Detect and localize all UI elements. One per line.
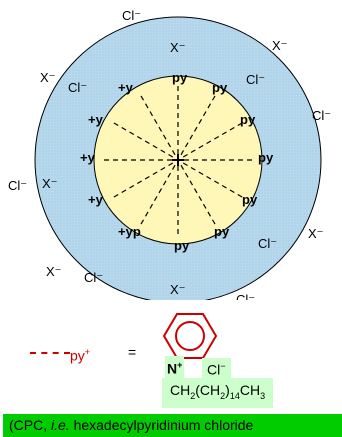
chain-part-d: CH (239, 382, 261, 398)
label-x-top-right: X⁻ (272, 38, 288, 53)
chain-part-a: CH (170, 382, 191, 398)
label-yp-bottom-left: +yp (118, 224, 141, 239)
chain-part-c: ) (225, 382, 230, 398)
label-py-top-right: py (212, 80, 228, 95)
caption-rest: hexadecylpyridinium chloride (69, 417, 254, 433)
caption-bar: (CPC, i.e. hexadecylpyridinium chloride (3, 414, 342, 437)
label-x-bottom: X⁻ (170, 282, 186, 297)
label-cl-right: Cl⁻ (312, 108, 331, 123)
label-x-left: X⁻ (42, 176, 58, 191)
label-x-left-top: X⁻ (40, 70, 56, 85)
caption-ie: i.e. (51, 417, 70, 433)
label-x-top: X⁻ (170, 40, 186, 55)
legend-alkyl-chain: CH2(CH2)14CH3 (162, 378, 274, 408)
legend-py-sup: + (84, 347, 91, 357)
surfactant-tail (139, 93, 176, 156)
legend-py-text: py (70, 347, 85, 364)
label-py-bottom: py (174, 238, 190, 253)
surfactant-tail (139, 164, 176, 227)
label-py-right: py (258, 150, 274, 165)
surfactant-tail (182, 121, 245, 158)
label-cl-left-bottom: Cl⁻ (84, 270, 103, 285)
legend-n-plus: N+ (165, 356, 185, 378)
label-py-top: py (172, 70, 188, 85)
chain-sub-4: 3 (260, 390, 266, 401)
legend-n-text: N (167, 360, 178, 377)
legend-equals: = (128, 344, 137, 360)
chain-sub-3: 14 (229, 390, 240, 401)
surfactant-tails (102, 84, 254, 236)
label-cl-left: Cl⁻ (8, 178, 27, 193)
chain-sub-1: 2 (190, 390, 196, 401)
legend-cl-text: Cl (207, 361, 221, 378)
chain-sub-2: 2 (220, 390, 226, 401)
label-y-left-bottom: +y (88, 192, 104, 207)
label-cl-top: Cl⁻ (122, 8, 141, 23)
surfactant-tail (111, 121, 174, 158)
legend-cl-sup: − (220, 361, 226, 371)
legend-chloride: Cl− (202, 358, 231, 379)
legend-n-sup: + (177, 360, 183, 370)
label-py-right-top: py (240, 112, 256, 127)
micelle-diagram: Cl⁻ X⁻ X⁻ X⁻ Cl⁻ Cl⁻ Cl⁻ Cl⁻ X⁻ X⁻ Cl⁻ X… (8, 8, 331, 300)
label-py-right-bottom: py (242, 192, 258, 207)
legend: py+ = N+ Cl− CH2(CH2)14CH3 (0, 308, 342, 408)
label-cl-bottom: Cl⁻ (236, 292, 255, 300)
label-x-left-bottom: X⁻ (46, 264, 62, 279)
micelle-center-mark (172, 154, 184, 166)
label-y-left-top: +y (88, 112, 104, 127)
caption-open: (CPC, (9, 417, 51, 433)
chain-part-b: (CH (195, 382, 221, 398)
surfactant-tail (180, 93, 217, 156)
legend-dash-line (30, 352, 70, 354)
label-cl-left-top: Cl⁻ (68, 80, 87, 95)
surfactant-tail (111, 162, 174, 199)
label-cl-right-bottom: Cl⁻ (258, 236, 277, 251)
label-cl-right-top: Cl⁻ (246, 72, 265, 87)
legend-py-plus: py+ (70, 342, 91, 364)
label-x-right: X⁻ (308, 226, 324, 241)
surfactant-tail (180, 164, 217, 227)
label-y-left: +y (80, 150, 96, 165)
surfactant-tail (182, 162, 245, 199)
label-py-bottom-right: py (214, 224, 230, 239)
label-y-top-left: +y (118, 80, 134, 95)
